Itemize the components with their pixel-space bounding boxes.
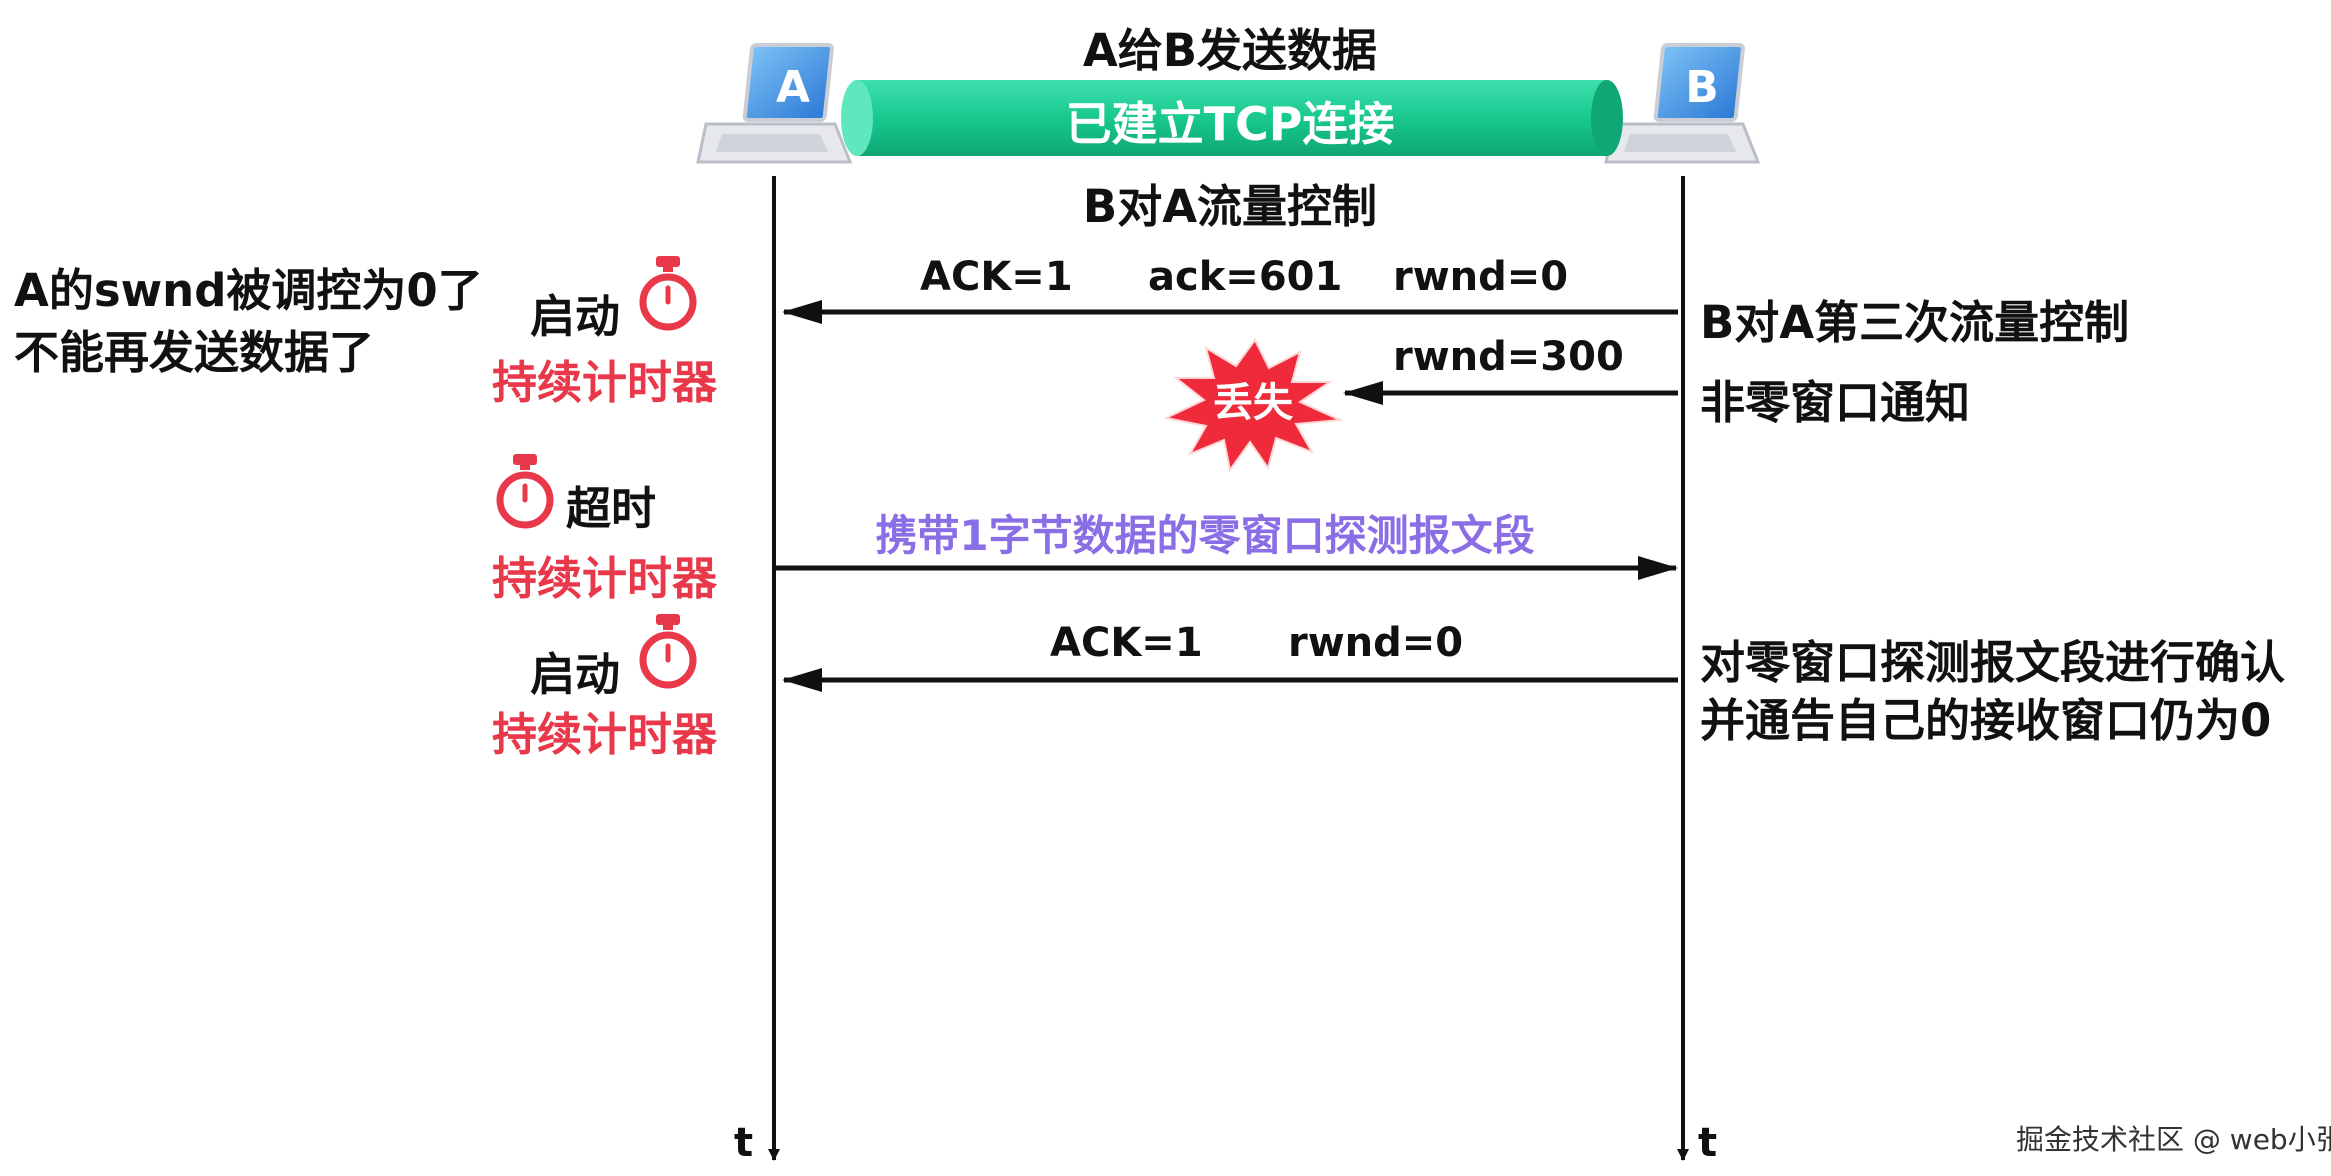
timer-event-1-action: 启动 bbox=[530, 290, 621, 343]
segment-1-ack-flag: ACK=1 bbox=[920, 254, 1073, 300]
host-a-label: A bbox=[775, 62, 811, 113]
header-bottom-label: B对A流量控制 bbox=[1082, 180, 1378, 233]
host-b-label: B bbox=[1685, 62, 1719, 113]
header-top-label: A给B发送数据 bbox=[1082, 24, 1378, 77]
segment-1-ack-num: ack=601 bbox=[1148, 254, 1343, 300]
timer-event-3-timer: 持续计时器 bbox=[492, 708, 718, 761]
time-label-a: t bbox=[734, 1120, 754, 1166]
timer-event-3-action: 启动 bbox=[530, 648, 621, 701]
probe-label: 携带1字节数据的零窗口探测报文段 bbox=[875, 511, 1535, 560]
lost-label: 丢失 bbox=[1213, 380, 1293, 426]
segment-1-rwnd: rwnd=0 bbox=[1393, 254, 1569, 300]
left-note-line1: A的swnd被调控为0了 bbox=[14, 264, 483, 317]
stopwatch-icon bbox=[496, 454, 554, 529]
segment-4-ack-flag: ACK=1 bbox=[1050, 620, 1203, 666]
timer-event-2-action: 超时 bbox=[566, 482, 657, 535]
lost-burst-icon bbox=[1162, 338, 1344, 473]
connection-label: 已建立TCP连接 bbox=[1065, 97, 1395, 151]
stopwatch-icon bbox=[639, 614, 697, 689]
right-note-1: B对A第三次流量控制 bbox=[1700, 296, 2130, 349]
right-note-4-line1: 对零窗口探测报文段进行确认 bbox=[1700, 636, 2286, 689]
time-label-b: t bbox=[1698, 1120, 1718, 1166]
left-note-line2: 不能再发送数据了 bbox=[14, 326, 375, 379]
right-note-4-line2: 并通告自己的接收窗口仍为0 bbox=[1700, 694, 2272, 747]
segment-2-rwnd: rwnd=300 bbox=[1393, 334, 1624, 380]
connection-pipe bbox=[841, 80, 1623, 156]
laptop-a-icon bbox=[696, 43, 853, 164]
watermark: 掘金技术社区 @ web小张 bbox=[2016, 1123, 2331, 1156]
laptop-b-icon bbox=[1604, 43, 1761, 164]
timer-event-2-timer: 持续计时器 bbox=[492, 552, 718, 605]
segment-4-rwnd: rwnd=0 bbox=[1288, 620, 1464, 666]
stopwatch-icon bbox=[639, 256, 697, 331]
right-note-2: 非零窗口通知 bbox=[1700, 376, 1971, 429]
timer-event-1-timer: 持续计时器 bbox=[492, 356, 718, 409]
